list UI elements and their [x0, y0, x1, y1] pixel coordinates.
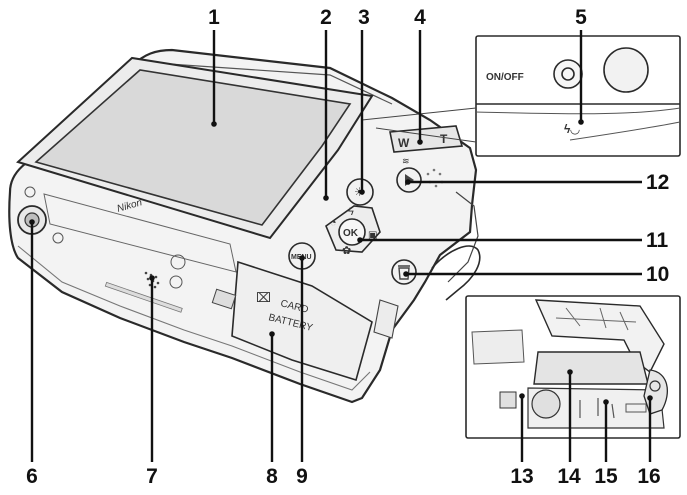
connector-cover: [373, 299, 399, 339]
callout-11: 11: [646, 229, 669, 252]
callout-9: 9: [296, 465, 308, 488]
callout-numbers: 1 2 3 4 5 12 11 10 6 7 8 9 13 14 15 16: [26, 6, 669, 488]
chamber-connector: [499, 391, 517, 409]
self-timer-icon: ◔: [330, 217, 337, 229]
tripod-socket: [170, 254, 186, 270]
callout-7: 7: [146, 465, 158, 488]
power-label: ON/OFF: [486, 72, 524, 83]
cover-latch: [211, 288, 237, 310]
inset-body-curve: [569, 121, 681, 141]
memory-card-slot: [527, 387, 665, 429]
power-button-outer: [553, 59, 583, 89]
body-bottom-bevel: [17, 245, 371, 391]
leader-lines: [29, 30, 653, 462]
bottom-rail: [104, 281, 183, 313]
inset-pointer-line: [375, 127, 477, 143]
battery-latch: [531, 389, 561, 419]
callout-12: 12: [646, 171, 669, 194]
callout-6: 6: [26, 465, 38, 488]
callout-10: 10: [646, 263, 669, 286]
power-lamp-icon: ϟ◡: [564, 122, 580, 136]
callout-1: 1: [208, 6, 220, 29]
battery-slot: [533, 351, 649, 385]
ok-label: OK: [343, 228, 359, 239]
zoom-wide-label: W: [398, 136, 410, 150]
screw-hole: [169, 275, 183, 289]
flash-icon: ϟ: [348, 206, 354, 218]
macro-icon: ✿: [342, 245, 351, 257]
zoom-tele-label: T: [440, 132, 448, 146]
callout-3: 3: [358, 6, 370, 29]
monitor-screen: [34, 69, 352, 226]
lower-panel: [43, 193, 237, 273]
screw-hole: [52, 232, 64, 244]
callout-5: 5: [575, 6, 587, 29]
power-button-inner: [561, 67, 575, 81]
callout-16: 16: [637, 465, 660, 488]
callout-14: 14: [557, 465, 581, 488]
shutter-release-button: [603, 47, 649, 93]
callout-13: 13: [510, 465, 533, 488]
inset-battery-chamber: [465, 295, 681, 439]
svg-text:⌧: ⌧: [256, 290, 271, 305]
delete-icon: [398, 265, 410, 280]
inset-power-switch: ON/OFF ϟ◡: [361, 35, 681, 157]
callout-2: 2: [320, 6, 332, 29]
callout-4: 4: [414, 6, 426, 29]
screw-hole: [24, 186, 36, 198]
inset-body-curve: [475, 107, 681, 115]
camera-body: Nikon CARD BATTERY ⌧ W T ≋: [8, 48, 481, 404]
svg-text:≋: ≋: [402, 156, 410, 166]
side-grip: [431, 245, 481, 301]
exposure-icon: ▣: [368, 230, 377, 241]
callout-15: 15: [594, 465, 618, 488]
delete-button: [391, 259, 417, 285]
callout-8: 8: [266, 465, 278, 488]
strap-loop: [447, 191, 479, 283]
